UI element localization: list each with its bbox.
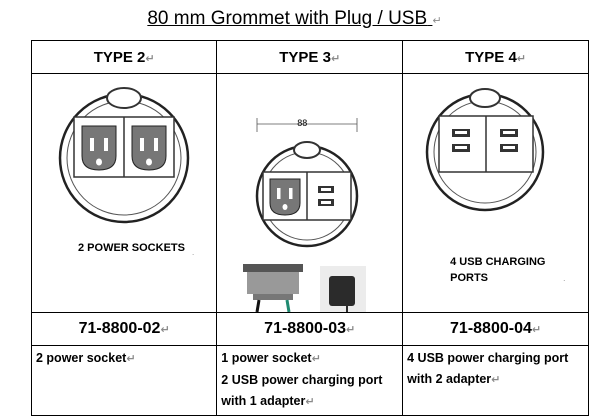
type3-image-cell: 88 <box>216 73 404 313</box>
type3-part-number: 71-8800-03↵ <box>216 312 404 346</box>
grommet-4-usb-image <box>425 88 545 212</box>
type4-part-number: 71-8800-04↵ <box>402 312 589 346</box>
symbol-mark: . <box>192 248 195 257</box>
type3-description: 1 power socket↵ 2 USB power charging por… <box>216 345 404 416</box>
type4-header: TYPE 4↵ <box>402 40 589 74</box>
product-table: TYPE 2↵ TYPE 3↵ TYPE 4↵ 2 POWER SOCKETS <box>30 40 589 416</box>
type2-image-cell: 2 POWER SOCKETS . <box>30 73 218 313</box>
type2-caption: 2 POWER SOCKETS <box>78 242 185 254</box>
type2-header: TYPE 2↵ <box>30 40 218 74</box>
type3-header: TYPE 3↵ <box>216 40 404 74</box>
part-number-row: 71-8800-02↵ 71-8800-03↵ 71-8800-04↵ <box>30 312 589 346</box>
dimension-label: 88 <box>297 118 308 128</box>
header-row: TYPE 2↵ TYPE 3↵ TYPE 4↵ <box>30 40 589 74</box>
type2-description: 2 power socket↵ <box>30 345 218 416</box>
grommet-2-power-sockets-image <box>58 87 190 224</box>
symbol-mark: . <box>563 274 566 283</box>
page-title: 80 mm Grommet with Plug / USB ↵ <box>147 8 442 29</box>
type4-caption: 4 USB CHARGING PORTS <box>450 256 546 284</box>
type4-image-cell: 4 USB CHARGING PORTS . <box>402 73 589 313</box>
image-row: 2 POWER SOCKETS . <box>30 73 589 313</box>
description-row: 2 power socket↵ 1 power socket↵ 2 USB po… <box>30 345 589 416</box>
type4-description: 4 USB power charging port with 2 adapter… <box>402 345 589 416</box>
type2-part-number: 71-8800-02↵ <box>30 312 218 346</box>
grommet-1-socket-2-usb-image <box>243 118 367 312</box>
